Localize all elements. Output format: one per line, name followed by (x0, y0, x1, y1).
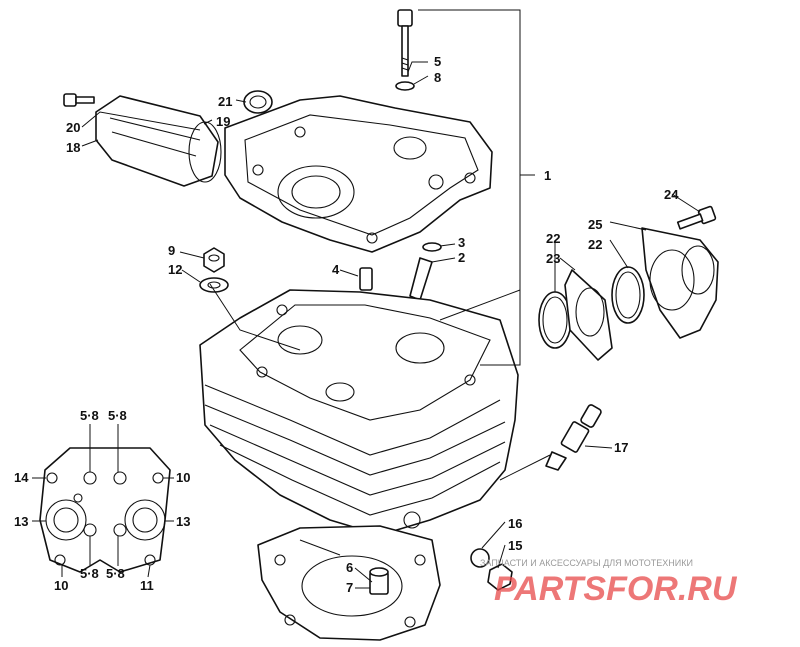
watermark: ЗАПЧАСТИ И АКСЕССУАРЫ ДЛЯ МОТОТЕХНИКИ PA… (480, 558, 738, 608)
callout-21: 21 (218, 94, 232, 109)
bolt-5 (397, 9, 413, 77)
insulator-23 (564, 269, 613, 361)
callout-4: 4 (332, 262, 340, 277)
bolt-24 (676, 205, 717, 230)
callout-15: 15 (508, 538, 522, 553)
callout-20: 20 (66, 120, 80, 135)
nut-9 (203, 247, 225, 273)
gasket-19 (188, 121, 222, 183)
callout-12: 12 (168, 262, 182, 277)
washer-12 (199, 277, 229, 293)
callout-10-right: 10 (176, 470, 190, 485)
seal-ring-3 (422, 242, 442, 252)
callout-14: 14 (14, 470, 29, 485)
callout-9: 9 (168, 243, 175, 258)
callout-3: 3 (458, 235, 465, 250)
dowel-7 (369, 567, 389, 595)
callout-17: 17 (614, 440, 628, 455)
callout-2: 2 (458, 250, 465, 265)
callout-5-8-bottom-right: 5·8 (106, 566, 125, 581)
watermark-brand: PARTSFOR.RU (494, 570, 738, 608)
o-ring-16 (470, 548, 490, 568)
o-ring-22b (611, 266, 645, 324)
inset-leader-lines (32, 424, 174, 578)
callout-25: 25 (588, 217, 602, 232)
callout-13-right: 13 (176, 514, 190, 529)
valve-guide-2 (409, 257, 433, 301)
callout-18: 18 (66, 140, 80, 155)
callout-16: 16 (508, 516, 522, 531)
dowel-4 (359, 267, 373, 291)
intake-pipe-25 (641, 227, 719, 339)
callout-5-8-top-left: 5·8 (80, 408, 99, 423)
callout-23: 23 (546, 251, 560, 266)
bolt-20 (63, 93, 95, 107)
plug-15 (487, 563, 513, 591)
side-cover-18 (95, 95, 219, 187)
callout-22-left: 22 (546, 231, 560, 246)
callout-11: 11 (140, 578, 154, 593)
callout-13-left: 13 (14, 514, 28, 529)
leader-lines (81, 9, 701, 589)
callout-5-8-top-right: 5·8 (108, 408, 127, 423)
callout-8: 8 (434, 70, 441, 85)
callout-24: 24 (664, 187, 679, 202)
callout-19: 19 (216, 114, 230, 129)
callout-10-bottom: 10 (54, 578, 68, 593)
callout-5-8-bottom-left: 5·8 (80, 566, 99, 581)
callout-1: 1 (544, 168, 551, 183)
callout-22-right: 22 (588, 237, 602, 252)
head-gasket-6 (257, 525, 441, 641)
callout-7: 7 (346, 580, 353, 595)
bolt-pattern-inset (39, 447, 171, 573)
cylinder-head (199, 289, 519, 536)
callout-6: 6 (346, 560, 353, 575)
valve-cover (224, 95, 493, 253)
spark-plug-17 (545, 404, 602, 471)
callouts: 1 2 3 4 5 6 7 8 9 10 10 11 12 13 13 14 1… (14, 54, 679, 595)
watermark-tagline: ЗАПЧАСТИ И АКСЕССУАРЫ ДЛЯ МОТОТЕХНИКИ (480, 558, 693, 568)
oil-seal-21 (243, 90, 273, 114)
washer-8 (395, 81, 415, 91)
callout-5: 5 (434, 54, 441, 69)
